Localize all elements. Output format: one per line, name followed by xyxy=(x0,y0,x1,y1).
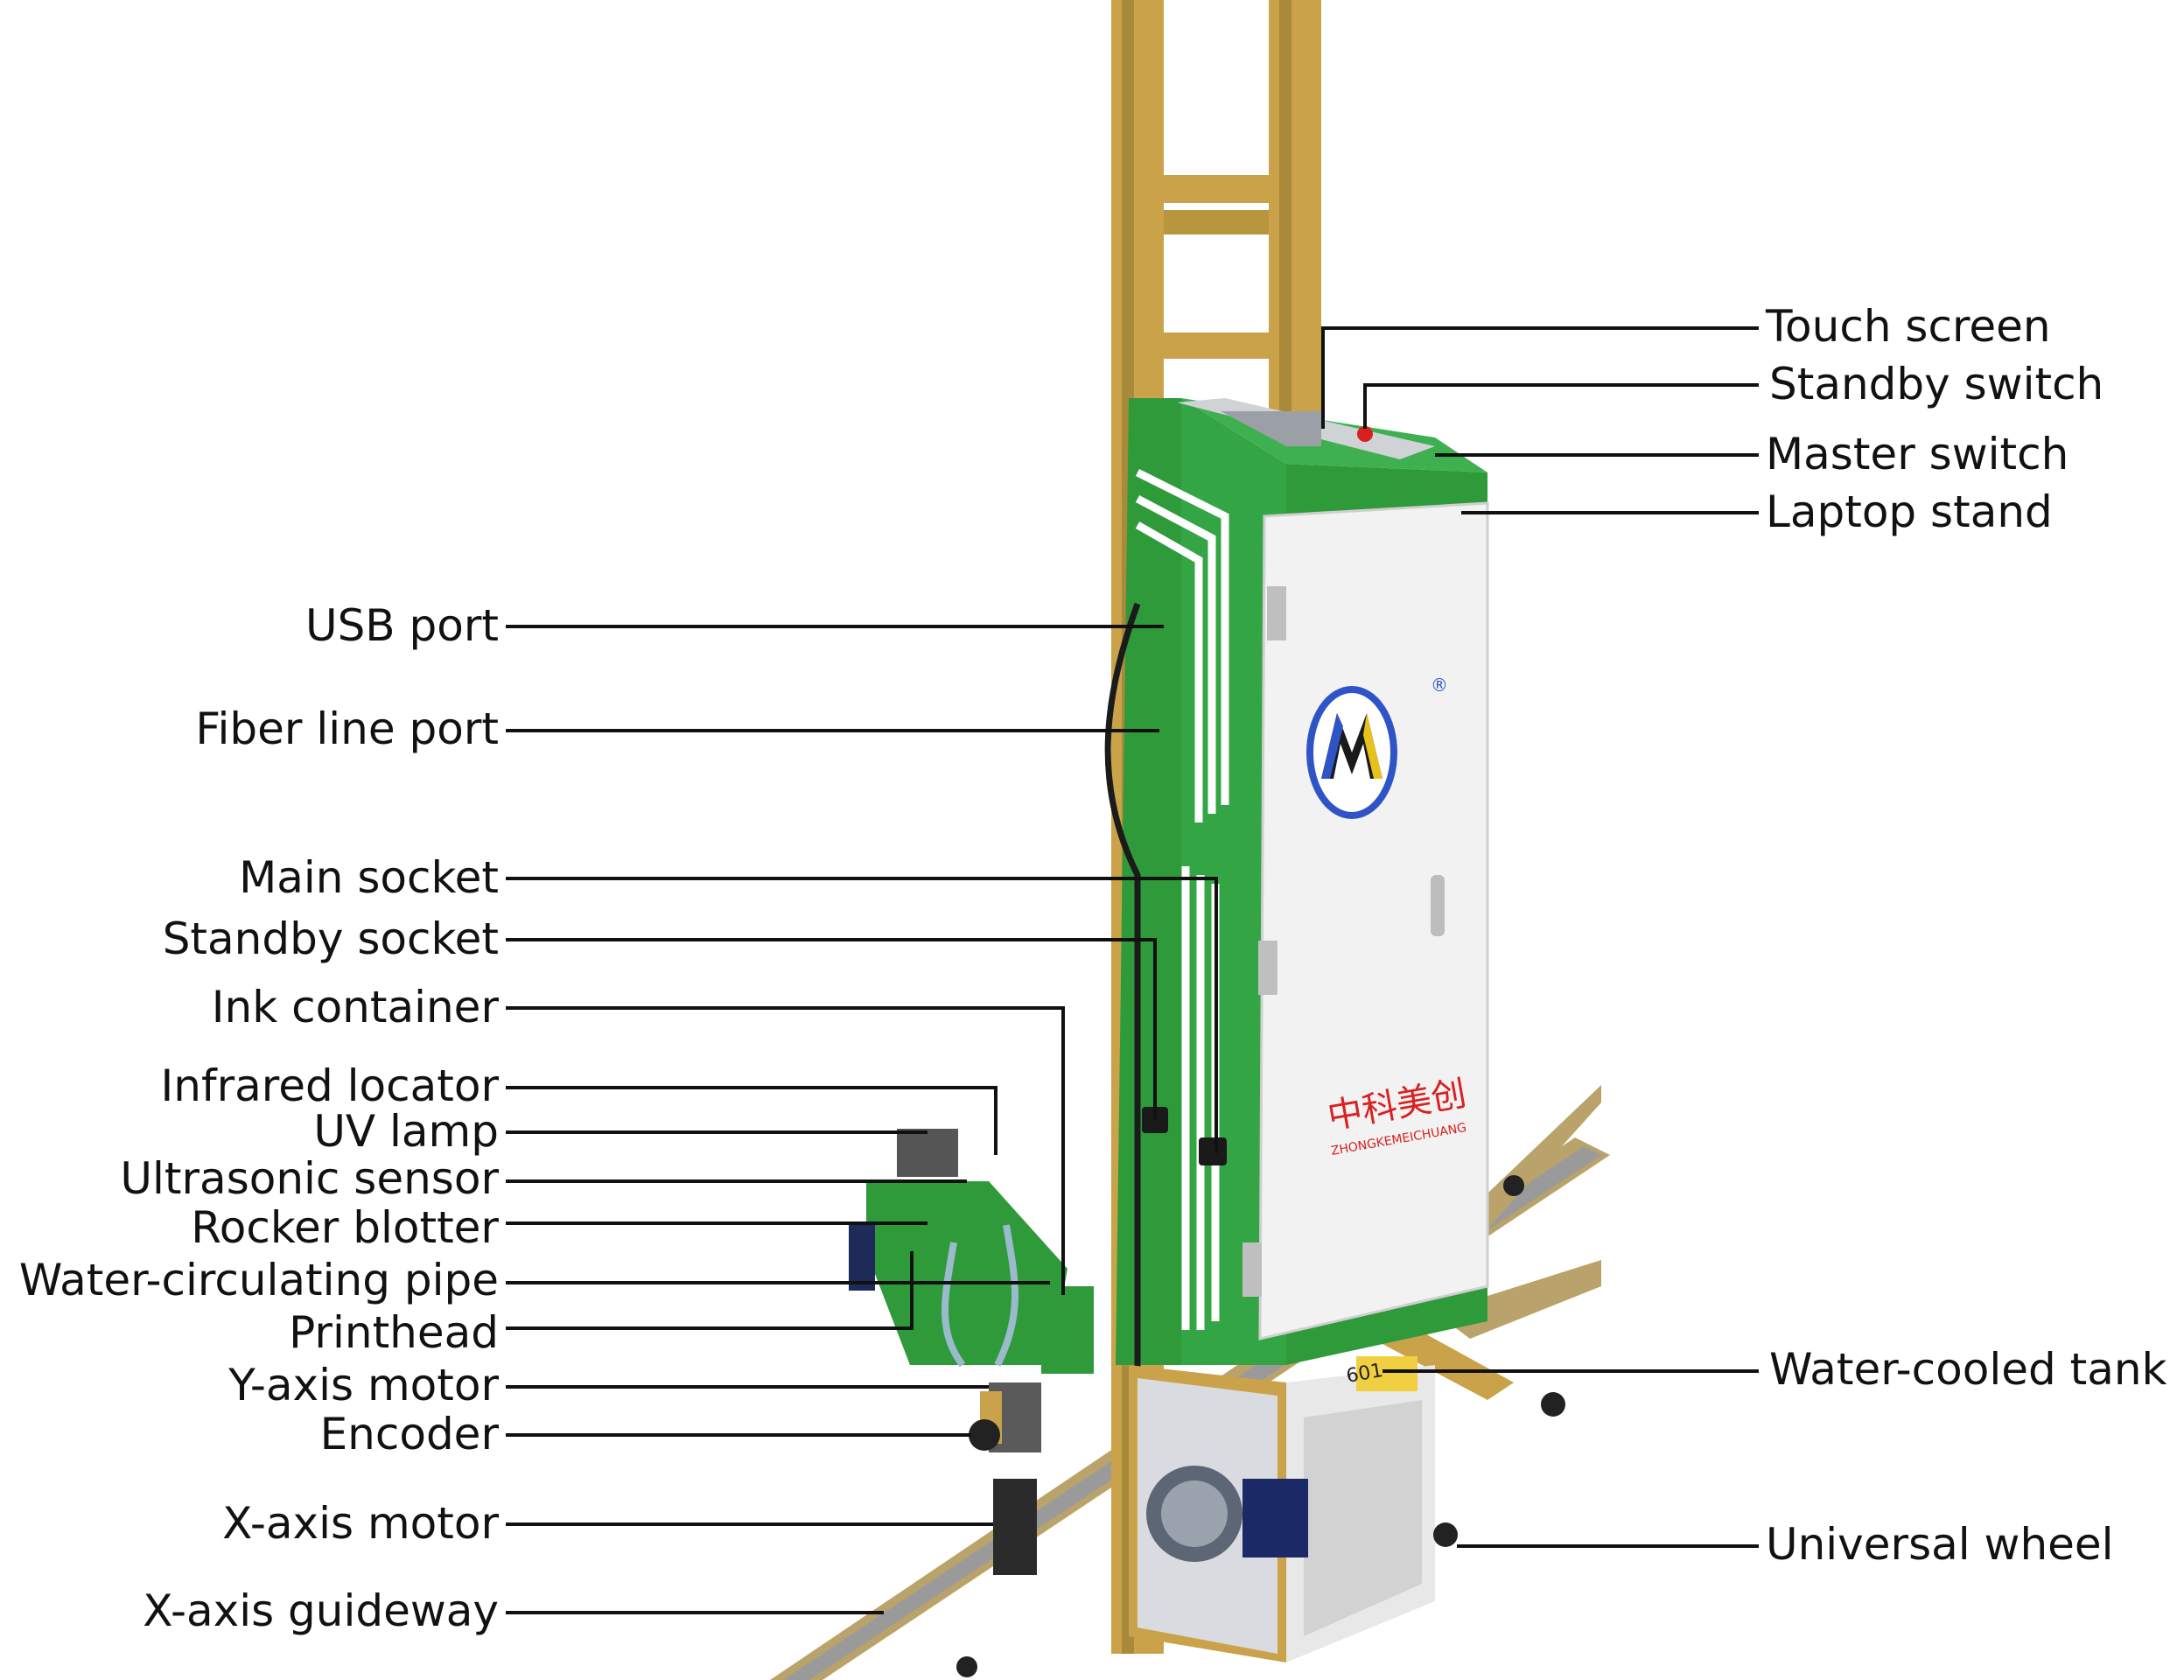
leader-ink-container xyxy=(506,1006,1065,1295)
label-touch-screen: Touch screen xyxy=(1766,301,2051,352)
label-printhead: Printhead xyxy=(289,1307,499,1358)
label-ink-container: Ink container xyxy=(211,982,499,1032)
leader-infrared-locator xyxy=(506,1086,998,1155)
label-ultrasonic-sensor: Ultrasonic sensor xyxy=(120,1153,499,1204)
label-rocker-blotter: Rocker blotter xyxy=(191,1202,499,1253)
label-water-circulating-pipe: Water-circulating pipe xyxy=(18,1255,499,1306)
leader-lines xyxy=(506,326,1759,1614)
leader-touch-screen xyxy=(1321,326,1759,429)
label-laptop-stand: Laptop stand xyxy=(1766,486,2053,537)
label-infrared-locator: Infrared locator xyxy=(160,1060,499,1111)
label-standby-switch: Standby switch xyxy=(1769,359,2104,410)
label-x-axis-guideway: X-axis guideway xyxy=(143,1586,499,1636)
universal-wheels xyxy=(956,1175,1565,1677)
leader-standby-switch xyxy=(1363,383,1759,429)
water-cooled-tank-body xyxy=(1129,1356,1435,1662)
label-main-socket: Main socket xyxy=(239,852,499,903)
print-carriage xyxy=(849,1129,1094,1575)
leader-standby-socket xyxy=(506,938,1157,1120)
label-uv-lamp: UV lamp xyxy=(313,1106,499,1157)
label-master-switch: Master switch xyxy=(1766,429,2069,480)
brand-logo xyxy=(1306,686,1397,819)
control-cabinet xyxy=(1104,398,1489,1488)
label-fiber-line-port: Fiber line port xyxy=(195,704,499,754)
label-encoder: Encoder xyxy=(319,1409,499,1460)
leader-printhead xyxy=(506,1251,914,1330)
registered-mark: ® xyxy=(1431,675,1448,696)
label-x-axis-motor: X-axis motor xyxy=(222,1498,499,1549)
label-usb-port: USB port xyxy=(304,600,499,651)
label-water-cooled-tank: Water-cooled tank xyxy=(1769,1344,2167,1395)
label-y-axis-motor: Y-axis motor xyxy=(228,1360,499,1410)
label-standby-socket: Standby socket xyxy=(162,914,499,964)
leader-main-socket xyxy=(506,877,1218,1153)
label-universal-wheel: Universal wheel xyxy=(1766,1519,2114,1570)
